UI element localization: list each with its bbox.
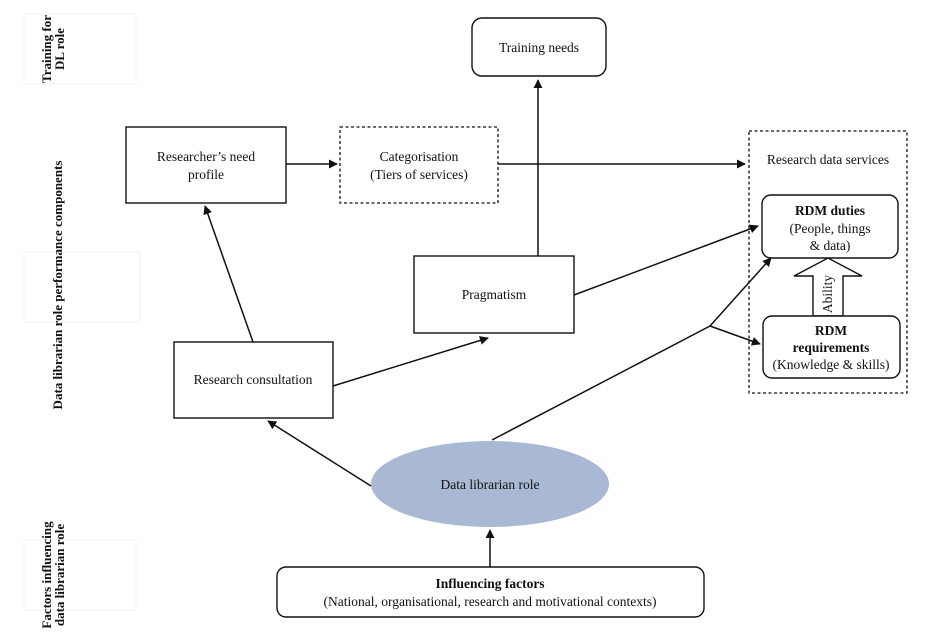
arrow-pragmatism-to-duties <box>573 224 759 296</box>
arrow-junction-to-duties <box>709 257 772 327</box>
categorisation-line1: Categorisation <box>380 149 459 164</box>
influencing-factors-title: Influencing factors <box>435 576 544 591</box>
data-librarian-role-label: Data librarian role <box>441 477 540 492</box>
side-label-performance: Data librarian role performance componen… <box>50 161 65 410</box>
rdm-duties-line2: (People, things <box>790 221 871 236</box>
need-profile-line2: profile <box>188 167 224 182</box>
arrow-junction-to-requirements <box>709 325 761 346</box>
arrow-role-to-consultation <box>267 420 372 487</box>
research-data-services-label: Research data services <box>767 152 889 167</box>
training-needs-box <box>471 17 607 77</box>
side-label-factors-line2: data librarian role <box>52 524 67 627</box>
arrow-consultation-to-profile <box>203 205 254 343</box>
rdm-requirements-line1: RDM <box>815 323 847 338</box>
data-librarian-role-ellipse <box>371 441 609 527</box>
ability-arrow <box>793 257 863 317</box>
need-profile-box <box>125 126 287 204</box>
training-needs-label: Training needs <box>499 40 579 55</box>
rdm-requirements-line2: requirements <box>793 340 870 355</box>
section-panel-factors <box>23 539 137 611</box>
arrow-consultation-to-pragmatism <box>332 336 489 387</box>
side-label-training-line2: DL role <box>52 28 67 70</box>
rdm-duties-title: RDM duties <box>795 203 865 218</box>
categorisation-line2: (Tiers of services) <box>370 167 468 182</box>
research-consultation-box <box>173 341 334 419</box>
side-label-factors-line1: Factors influencing <box>39 521 54 629</box>
section-panel-performance <box>23 251 141 323</box>
line-role-to-junction <box>491 325 711 441</box>
pragmatism-label: Pragmatism <box>462 287 527 302</box>
rdm-requirements-line3: (Knowledge & skills) <box>773 357 890 372</box>
section-panel-training <box>23 13 137 85</box>
influencing-factors-box <box>276 566 705 618</box>
rdm-requirements-box <box>762 315 901 379</box>
research-consultation-label: Research consultation <box>194 372 313 387</box>
ability-label: Ability <box>820 275 835 314</box>
influencing-factors-subtitle: (National, organisational, research and … <box>323 594 656 609</box>
pragmatism-box <box>413 255 575 334</box>
side-label-training-line1: Training for <box>39 15 54 83</box>
categorisation-box <box>339 126 499 204</box>
rdm-duties-box <box>761 194 899 259</box>
need-profile-line1: Researcher’s need <box>157 149 256 164</box>
rdm-duties-line3: & data) <box>810 238 851 253</box>
